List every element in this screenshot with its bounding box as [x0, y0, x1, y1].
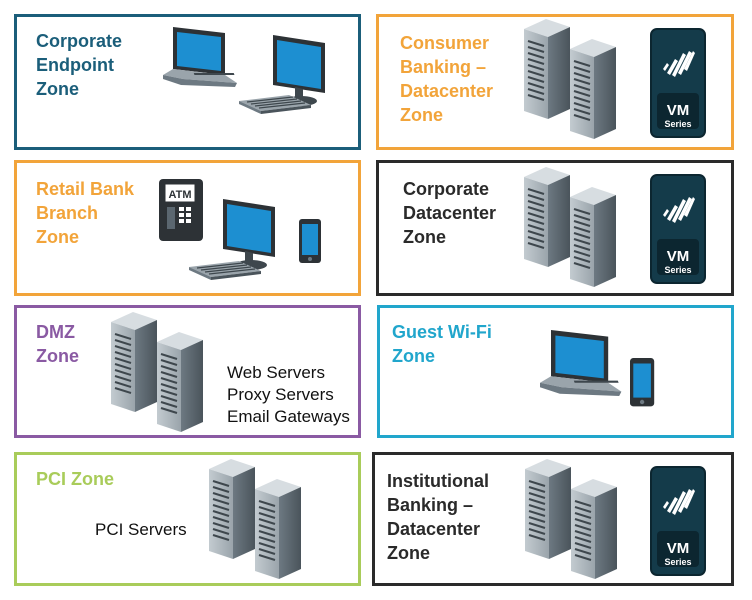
vm-series-firewall-icon: VM Series [650, 28, 706, 138]
vm-badge-line1: VM [667, 248, 690, 265]
server-rack-icon [208, 458, 302, 580]
server-rack-icon [524, 458, 618, 580]
zone-title: Guest Wi-Fi Zone [392, 322, 492, 366]
zone-corporate-endpoint: Corporate Endpoint Zone [14, 14, 361, 150]
zone-title: Corporate Datacenter Zone [403, 179, 497, 247]
vm-badge-line2: Series [664, 557, 691, 567]
zone-title: Consumer Banking – Datacenter Zone [400, 33, 494, 125]
zone-title: Institutional Banking – Datacenter Zone [387, 471, 489, 563]
desktop-computer-icon [238, 35, 325, 115]
zone-guest-wifi: Guest Wi-Fi Zone [377, 305, 734, 438]
zone-pci: PCI Zone PCI Servers [14, 452, 361, 586]
zone-title: Corporate Endpoint Zone [36, 31, 123, 99]
zone-corporate-datacenter: Corporate Datacenter Zone VM Series [376, 160, 734, 296]
vm-badge-line2: Series [664, 119, 691, 129]
vm-series-firewall-icon: VM Series [650, 174, 706, 284]
vm-badge-line1: VM [667, 102, 690, 119]
smartphone-icon [630, 358, 655, 407]
zone-title: Retail Bank Branch Zone [36, 179, 135, 247]
server-rack-icon [523, 18, 617, 140]
server-rack-icon [110, 311, 204, 433]
zone-title: DMZ Zone [36, 322, 79, 366]
atm-label: ATM [168, 189, 191, 201]
zone-dmz: DMZ Zone Web Servers Proxy Servers Email… [14, 305, 361, 438]
pci-server-list: PCI Servers [95, 520, 187, 539]
zone-retail-bank-branch: Retail Bank Branch Zone ATM [14, 160, 361, 296]
smartphone-icon [299, 219, 321, 263]
zone-title: PCI Zone [36, 469, 115, 489]
vm-series-firewall-icon: VM Series [650, 466, 706, 576]
desktop-computer-icon [188, 199, 275, 281]
zone-consumer-banking-datacenter: Consumer Banking – Datacenter Zone VM Se… [376, 14, 734, 150]
zone-institutional-banking-datacenter: Institutional Banking – Datacenter Zone … [372, 452, 734, 586]
dmz-server-list: Web Servers Proxy Servers Email Gateways [227, 363, 350, 426]
vm-badge-line1: VM [667, 540, 690, 557]
laptop-icon [163, 27, 237, 87]
vm-badge-line2: Series [664, 265, 691, 275]
server-rack-icon [523, 166, 617, 288]
atm-icon: ATM [159, 179, 203, 241]
laptop-icon [540, 330, 622, 396]
